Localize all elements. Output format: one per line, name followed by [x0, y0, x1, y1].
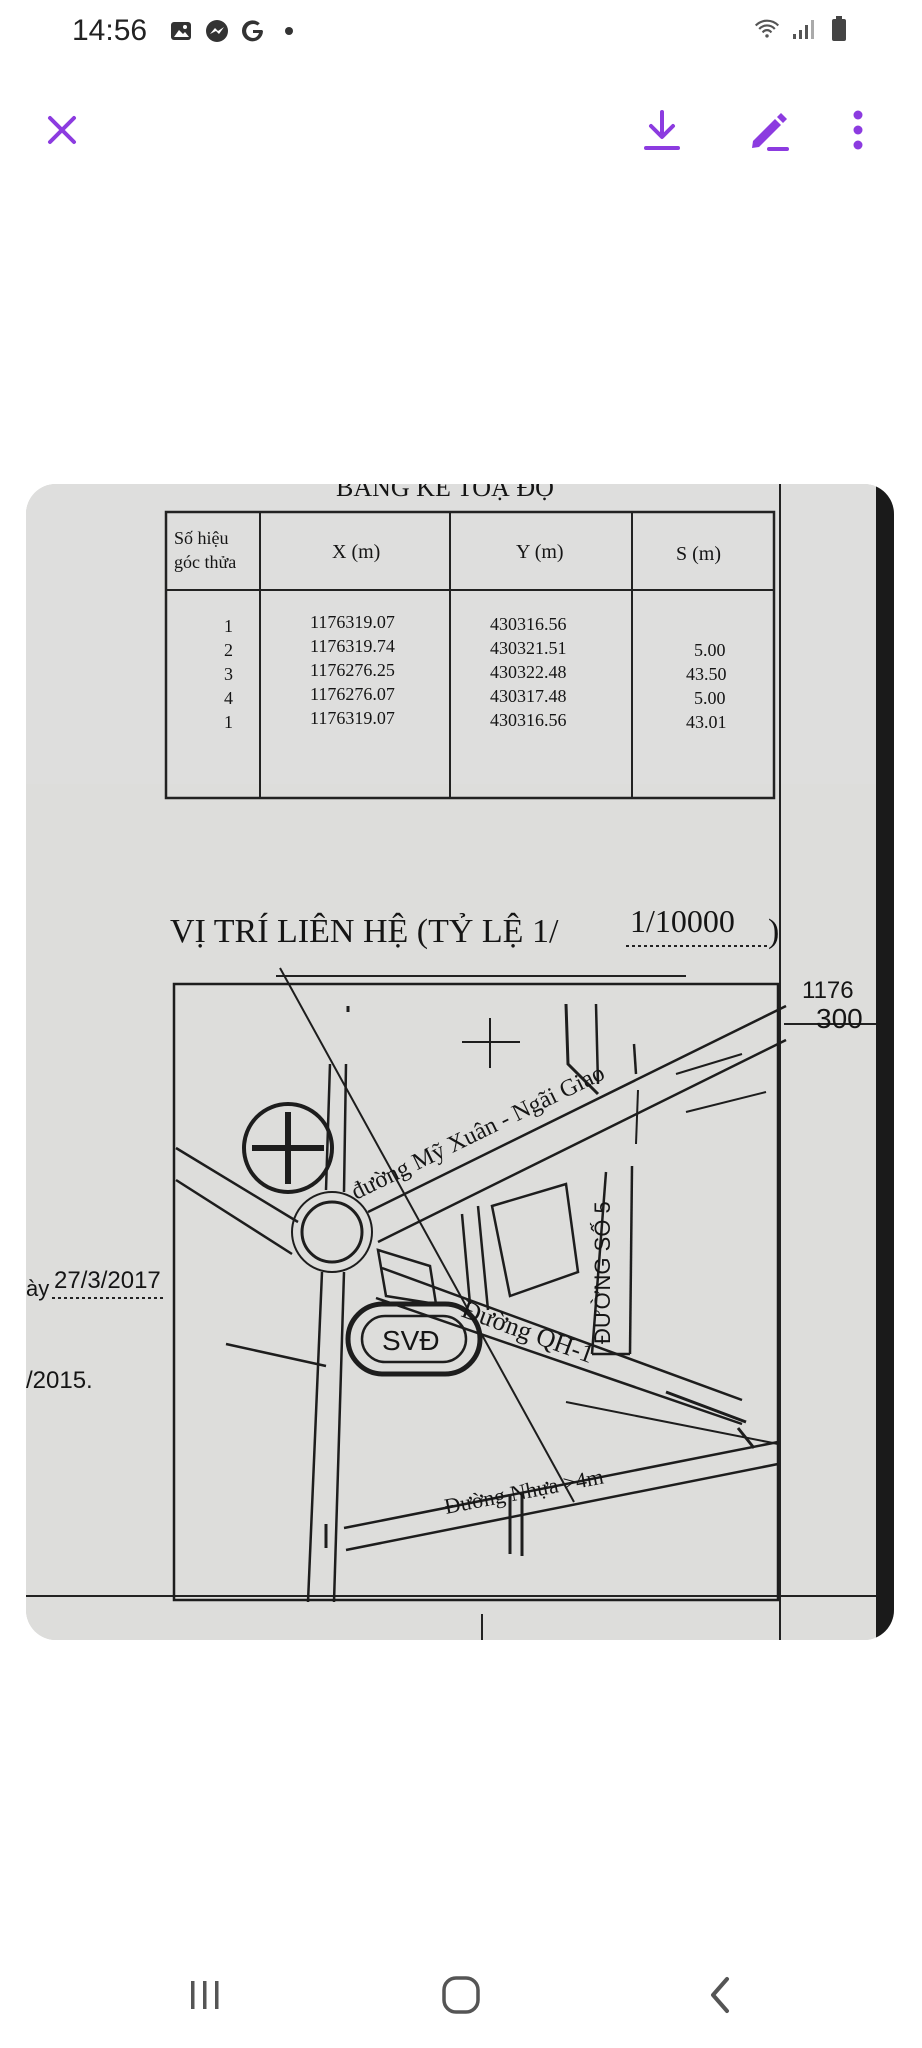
table-title: BẢNG KÊ TOẠ ĐỘ: [336, 484, 554, 502]
svg-text:430316.56: 430316.56: [490, 614, 567, 634]
signal-icon: [790, 16, 816, 42]
svg-text:43.50: 43.50: [686, 664, 727, 684]
status-bar: 14:56: [0, 0, 922, 70]
svg-text:430316.56: 430316.56: [490, 710, 567, 730]
recents-button[interactable]: [160, 1965, 250, 2025]
header-s: S (m): [676, 543, 721, 565]
dot-icon: [276, 18, 302, 44]
coordinate-table: Số hiệu góc thửa X (m) Y (m) S (m) 1 117…: [164, 510, 776, 800]
svg-text:4: 4: [224, 688, 233, 708]
more-options-button[interactable]: [826, 98, 890, 162]
google-icon: [240, 18, 266, 44]
close-icon: [48, 116, 76, 144]
messenger-icon: [204, 18, 230, 44]
issue-date: 27/3/2017: [54, 1267, 161, 1294]
scale-value: 1/10000: [630, 903, 735, 939]
system-navigation-bar: [0, 1955, 922, 2035]
svg-text:430322.48: 430322.48: [490, 662, 567, 682]
svg-text:5.00: 5.00: [694, 640, 726, 660]
document-image[interactable]: BẢNG KÊ TOẠ ĐỘ Số hiệu góc thửa X (m) Y …: [26, 484, 894, 1640]
battery-icon: [826, 16, 852, 42]
svg-text:2: 2: [224, 640, 233, 660]
scale-close: ): [768, 913, 779, 950]
svg-text:43.01: 43.01: [686, 712, 727, 732]
svg-text:1176319.07: 1176319.07: [310, 612, 395, 632]
grid-label-bottom: 300: [816, 1003, 863, 1034]
date-prefix: ày: [26, 1276, 49, 1301]
edit-button[interactable]: [736, 98, 800, 162]
recents-icon: [191, 1981, 219, 2009]
table-row: 1 1176319.07 430316.56 43.01: [224, 708, 727, 732]
svg-text:430321.51: 430321.51: [490, 638, 567, 658]
status-time: 14:56: [72, 14, 148, 47]
road-label-so5: ĐƯỜNG SỐ 5: [589, 1201, 615, 1344]
wifi-icon: [754, 16, 780, 42]
svg-text:1: 1: [224, 616, 233, 636]
location-map: [172, 967, 787, 1603]
edit-icon: [752, 113, 789, 151]
system-icons: [754, 16, 852, 42]
more-vertical-icon: [853, 110, 863, 150]
notification-icons: [168, 18, 302, 44]
back-icon: [711, 1977, 729, 2013]
home-button[interactable]: [416, 1965, 506, 2025]
home-icon: [442, 1976, 480, 2014]
cadastral-map-drawing: BẢNG KÊ TOẠ ĐỘ Số hiệu góc thửa X (m) Y …: [26, 484, 894, 1640]
download-icon: [644, 110, 680, 150]
location-heading: VỊ TRÍ LIÊN HỆ (TỶ LỆ 1/: [170, 913, 559, 950]
close-button[interactable]: [30, 98, 94, 162]
gallery-icon: [168, 18, 194, 44]
svg-text:3: 3: [224, 664, 233, 684]
stadium-label: SVĐ: [382, 1325, 440, 1356]
svg-text:5.00: 5.00: [694, 688, 726, 708]
svg-text:1176319.74: 1176319.74: [310, 636, 395, 656]
table-row: 4 1176276.07 430317.48 5.00: [224, 684, 726, 708]
back-button[interactable]: [676, 1965, 766, 2025]
table-row: 2 1176319.74 430321.51 5.00: [224, 636, 726, 660]
table-row: 1 1176319.07 430316.56: [224, 612, 567, 636]
grid-label-top: 1176: [802, 977, 854, 1004]
header-no-line1: Số hiệu: [174, 528, 229, 548]
viewer-toolbar: [0, 90, 922, 170]
header-x: X (m): [332, 541, 380, 563]
stadium: [345, 1301, 483, 1377]
header-y: Y (m): [516, 541, 564, 563]
svg-text:430317.48: 430317.48: [490, 686, 567, 706]
header-no-line2: góc thửa: [174, 552, 236, 572]
year-text: /2015.: [26, 1367, 93, 1394]
svg-text:1176276.07: 1176276.07: [310, 684, 395, 704]
download-button[interactable]: [630, 98, 694, 162]
svg-text:1176276.25: 1176276.25: [310, 660, 395, 680]
svg-text:1176319.07: 1176319.07: [310, 708, 395, 728]
table-row: 3 1176276.25 430322.48 43.50: [224, 660, 727, 684]
svg-text:1: 1: [224, 712, 233, 732]
